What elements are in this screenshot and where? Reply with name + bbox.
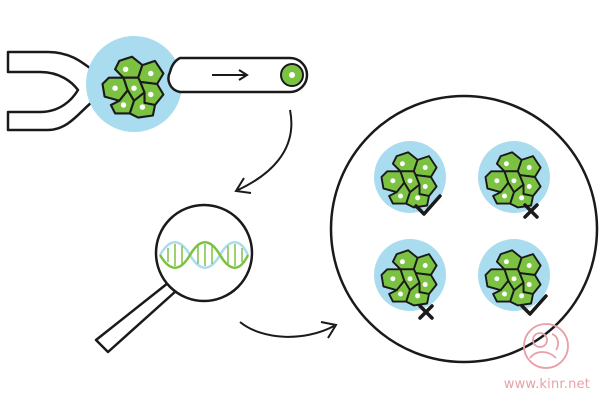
curved-arrow-down (237, 109, 293, 191)
check-icon (414, 194, 442, 216)
arrowhead-right-icon (320, 321, 338, 339)
arrowhead-down-icon (234, 177, 252, 194)
holding-pipette (6, 50, 97, 132)
x-icon (523, 203, 539, 219)
magnifying-glass (94, 203, 254, 354)
arrow-right-icon (212, 69, 249, 81)
biopsied-cell-nucleus (289, 72, 295, 78)
x-icon (418, 304, 434, 320)
check-icon (520, 294, 548, 316)
dna-helix-icon (158, 241, 250, 269)
magnifier-handle (94, 281, 178, 354)
embryo-result-1 (374, 141, 446, 216)
embryo-result-4 (478, 239, 550, 316)
results-circle (329, 94, 599, 364)
magnifier-lens (154, 203, 254, 303)
watermark-logo (523, 323, 569, 369)
embryo-result-3 (374, 239, 446, 320)
embryo-result-2 (478, 141, 550, 219)
watermark-url: www.kinr.net (503, 377, 590, 392)
curved-arrow-right (239, 321, 335, 338)
